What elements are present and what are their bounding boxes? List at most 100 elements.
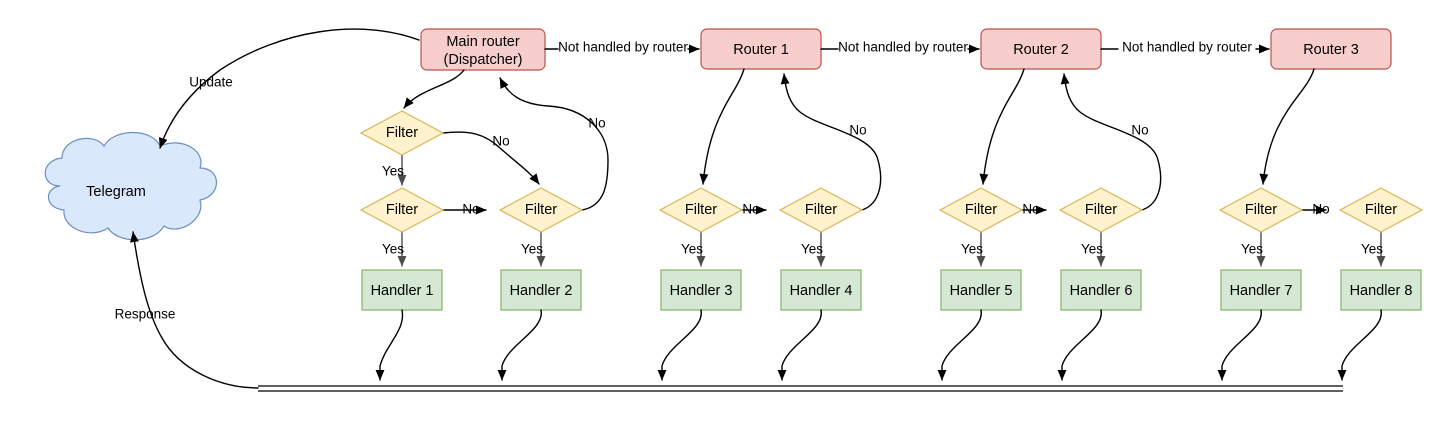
edge-handler3-to-bus (657, 309, 702, 381)
edge-router2-to-filter-f (979, 68, 1025, 185)
edge-label-not-handled-2: Not handled by router (838, 40, 968, 55)
edge-handler5-to-bus (937, 309, 982, 381)
handler-3-label: Handler 3 (670, 283, 733, 299)
filter-h[interactable]: Filter (1218, 187, 1304, 233)
edge-label-yes-b: Yes (382, 242, 404, 257)
edge-handler1-to-bus (375, 309, 404, 381)
handler-6-box (1060, 269, 1142, 311)
filter-b[interactable]: Filter (359, 187, 445, 233)
edge-handler4-to-bus (777, 309, 822, 381)
filter-e-shape (778, 187, 864, 233)
filter-a[interactable]: Filter (359, 110, 445, 156)
filter-i-label: Filter (1365, 202, 1397, 218)
filter-c-shape (498, 187, 584, 233)
edge-handler6-to-bus (1057, 309, 1102, 381)
filter-d-shape (658, 187, 744, 233)
filter-i[interactable]: Filter (1338, 187, 1424, 233)
handler-5-label: Handler 5 (950, 283, 1013, 299)
handler-1-label: Handler 1 (371, 283, 434, 299)
handler-4-label: Handler 4 (790, 283, 853, 299)
edge-label-no-a: No (492, 134, 509, 149)
edge-label-yes-g: Yes (1081, 242, 1103, 257)
edge-label-yes-i: Yes (1361, 242, 1383, 257)
handler-6-label: Handler 6 (1070, 283, 1133, 299)
handler-4[interactable]: Handler 4 (780, 269, 862, 311)
filter-g-shape (1058, 187, 1144, 233)
edge-label-no-d: No (742, 202, 759, 217)
edge-filter-e-no-to-router1 (780, 73, 882, 211)
edge-router1-to-filter-d (699, 68, 745, 185)
edge-label-response: Response (115, 307, 176, 322)
cloud-label: Telegram (86, 184, 146, 200)
filter-f[interactable]: Filter (938, 187, 1024, 233)
filter-g-label: Filter (1085, 202, 1117, 218)
router-main-label-line2: (Dispatcher) (444, 52, 523, 68)
handler-7[interactable]: Handler 7 (1220, 269, 1302, 311)
edge-handler8-to-bus (1337, 309, 1382, 381)
router-1-label: Router 1 (733, 42, 789, 58)
edge-handler7-to-bus (1217, 309, 1262, 381)
edge-update-telegram-to-main (158, 28, 420, 149)
edge-label-yes-d: Yes (681, 242, 703, 257)
edge-label-no-g: No (1131, 123, 1148, 138)
router-3-box (1270, 28, 1392, 70)
handler-1[interactable]: Handler 1 (361, 269, 443, 311)
telegram-cloud[interactable]: Telegram (44, 132, 217, 241)
filter-g[interactable]: Filter (1058, 187, 1144, 233)
filter-a-label: Filter (386, 125, 418, 141)
edge-handler2-to-bus (497, 309, 542, 381)
edge-filter-g-no-to-router2 (1060, 73, 1162, 211)
filter-e-label: Filter (805, 202, 837, 218)
handler-6[interactable]: Handler 6 (1060, 269, 1142, 311)
edge-router3-to-filter-h (1259, 68, 1315, 185)
handler-3[interactable]: Handler 3 (660, 269, 742, 311)
edge-filter-c-no-to-main-router (499, 77, 609, 211)
router-main-label-line1: Main router (446, 34, 520, 50)
handler-5[interactable]: Handler 5 (940, 269, 1022, 311)
edge-label-yes-a: Yes (382, 164, 404, 179)
filter-h-label: Filter (1245, 202, 1277, 218)
handler-2[interactable]: Handler 2 (500, 269, 582, 311)
edge-label-not-handled-3: Not handled by router (1122, 40, 1252, 55)
handler-3-box (660, 269, 742, 311)
filter-a-shape (359, 110, 445, 156)
filter-c[interactable]: Filter (498, 187, 584, 233)
handler-2-box (500, 269, 582, 311)
router-3-label: Router 3 (1303, 42, 1359, 58)
edge-response-bus-to-telegram (130, 231, 259, 389)
cloud-shape (44, 132, 217, 241)
filter-f-label: Filter (965, 202, 997, 218)
handler-1-box (361, 269, 443, 311)
filter-e[interactable]: Filter (778, 187, 864, 233)
router-3[interactable]: Router 3 (1270, 28, 1392, 70)
handler-2-label: Handler 2 (510, 283, 573, 299)
filter-c-label: Filter (525, 202, 557, 218)
edge-label-no-b: No (462, 202, 479, 217)
filter-b-label: Filter (386, 202, 418, 218)
edge-label-not-handled-1: Not handled by router (558, 40, 688, 55)
filter-b-shape (359, 187, 445, 233)
router-main[interactable]: Main router (Dispatcher) (420, 28, 546, 71)
filter-f-shape (938, 187, 1024, 233)
edge-label-yes-c: Yes (521, 242, 543, 257)
edge-label-no-h: No (1312, 202, 1329, 217)
edge-label-no-e: No (849, 123, 866, 138)
handler-8-label: Handler 8 (1350, 283, 1413, 299)
edge-label-no-f: No (1022, 202, 1039, 217)
router-2-label: Router 2 (1013, 42, 1069, 58)
router-2[interactable]: Router 2 (980, 28, 1102, 70)
filter-i-shape (1338, 187, 1424, 233)
router-1[interactable]: Router 1 (700, 28, 822, 70)
handler-7-label: Handler 7 (1230, 283, 1293, 299)
handler-8[interactable]: Handler 8 (1340, 269, 1422, 311)
filter-h-shape (1218, 187, 1304, 233)
edge-label-yes-f: Yes (961, 242, 983, 257)
edge-label-no-c: No (588, 116, 605, 131)
filter-d[interactable]: Filter (658, 187, 744, 233)
edge-label-yes-h: Yes (1241, 242, 1263, 257)
edge-label-update: Update (189, 75, 233, 90)
edge-main-to-filter-a (403, 69, 465, 109)
handler-4-box (780, 269, 862, 311)
